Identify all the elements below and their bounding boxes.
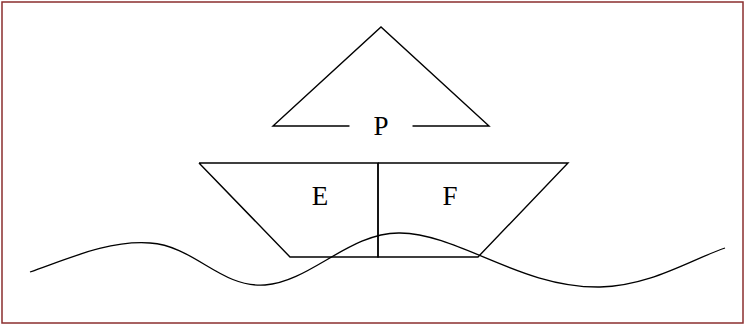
hull-right-outline xyxy=(378,163,568,257)
hull-left-outline xyxy=(199,163,378,257)
part-letter: F xyxy=(442,183,457,210)
part-letter: P xyxy=(373,113,388,140)
sail-line xyxy=(273,27,489,126)
sail-triangle: P xyxy=(273,27,489,140)
frame-border xyxy=(2,2,743,323)
hull-line xyxy=(378,163,568,257)
hull-left: E xyxy=(199,163,378,257)
hull-right: F xyxy=(378,163,568,257)
part-letter: E xyxy=(312,183,329,210)
hull-line xyxy=(199,163,378,257)
